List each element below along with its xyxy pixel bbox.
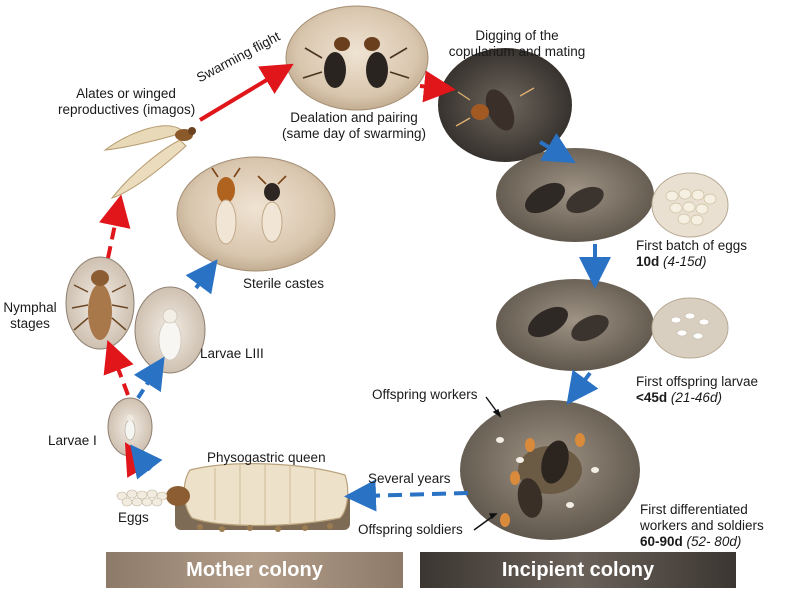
larvae-i-illustration <box>107 397 153 457</box>
alates-label-line2: reproductives (imagos) <box>58 102 196 117</box>
larvae-liii-label: Larvae LIII <box>200 346 264 361</box>
eggs-label: Eggs <box>118 510 149 525</box>
digging-label-line2: copularium and mating <box>448 44 586 59</box>
physogastric-queen-label: Physogastric queen <box>207 450 326 465</box>
dealation-label: Dealation and pairing (same day of swarm… <box>270 110 438 142</box>
sterile-castes-illustration <box>176 156 336 272</box>
differentiated-line1: First differentiated <box>640 502 748 517</box>
copularium-illustration <box>438 48 572 162</box>
blue-arrows <box>130 133 611 512</box>
nymphal-line1: Nymphal <box>3 300 57 315</box>
sterile-castes-label: Sterile castes <box>243 276 325 291</box>
alates-label: Alates or winged reproductives (imagos) <box>58 86 196 118</box>
alates-label-line1: Alates or winged <box>76 86 176 101</box>
first-eggs-illustration <box>496 148 729 242</box>
differentiated-range: (52- 80d) <box>686 534 742 549</box>
first-larvae-days: <45d <box>636 390 668 405</box>
differentiated-label: First differentiated workers and soldier… <box>640 502 764 550</box>
first-eggs-days: 10d <box>636 254 660 269</box>
mother-colony-banner: Mother colony <box>106 552 403 588</box>
several-years-label: Several years <box>368 471 451 486</box>
nymphal-stages-label: Nymphal stages <box>0 300 60 332</box>
first-larvae-label: First offspring larvae <45d (21-46d) <box>636 374 758 406</box>
incipient-colony-banner: Incipient colony <box>420 552 736 588</box>
differentiated-line2: workers and soldiers <box>640 518 764 533</box>
dealation-illustration <box>285 5 429 111</box>
dealation-label-line2: (same day of swarming) <box>281 126 427 141</box>
first-eggs-range: (4-15d) <box>663 254 707 269</box>
red-arrows <box>99 63 456 478</box>
pointer-lines <box>473 396 502 531</box>
first-larvae-illustration <box>496 279 729 371</box>
first-eggs-label: First batch of eggs 10d (4-15d) <box>636 238 747 270</box>
dealation-label-line1: Dealation and pairing <box>290 110 418 125</box>
digging-label-line1: Digging of the <box>475 28 559 43</box>
first-eggs-title: First batch of eggs <box>636 238 748 253</box>
first-larvae-range: (21-46d) <box>670 390 722 405</box>
larvae-liii-illustration <box>134 286 206 374</box>
offspring-workers-label: Offspring workers <box>372 387 478 402</box>
larvae-i-label: Larvae I <box>48 433 97 448</box>
differentiated-days: 60-90d <box>640 534 683 549</box>
queen-illustration <box>116 463 350 532</box>
first-larvae-title: First offspring larvae <box>636 374 759 389</box>
offspring-soldiers-label: Offspring soldiers <box>358 522 463 537</box>
incipient-colony-illustration <box>460 400 640 540</box>
nymph-illustration <box>65 256 135 350</box>
digging-label: Digging of the copularium and mating <box>432 28 602 60</box>
nymphal-line2: stages <box>10 316 50 331</box>
